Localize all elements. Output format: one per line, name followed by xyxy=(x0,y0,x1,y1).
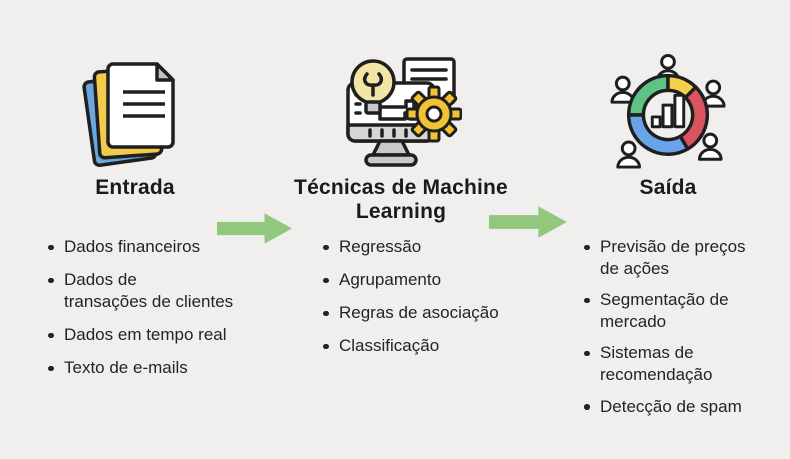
tecnicas-item: Classificação xyxy=(323,335,514,357)
machine-learning-monitor-icon xyxy=(288,52,514,174)
entrada-title: Entrada xyxy=(95,176,175,199)
saida-item: Previsão de preços de ações xyxy=(584,236,776,280)
saida-item: Sistemas de recomendação xyxy=(584,342,776,386)
audience-analytics-donut-icon xyxy=(560,52,776,174)
entrada-item: Dados em tempo real xyxy=(48,324,242,346)
column-tecnicas: Técnicas de Machine Learning Regressão A… xyxy=(288,52,514,368)
entrada-list: Dados financeiros Dados de transações de… xyxy=(28,236,242,390)
column-entrada: Entrada Dados financeiros Dados de trans… xyxy=(28,52,242,390)
arrow-tecnicas-to-saida-icon xyxy=(489,206,568,238)
arrow-entrada-to-tecnicas-icon xyxy=(217,213,293,244)
column-saida: Saída Previsão de preços de ações Segmen… xyxy=(560,52,776,427)
entrada-item: Texto de e-mails xyxy=(48,357,242,379)
tecnicas-title: Técnicas de Machine Learning xyxy=(294,176,508,223)
saida-item: Segmentação de mercado xyxy=(584,289,776,333)
tecnicas-item: Regras de asociação xyxy=(323,302,514,324)
tecnicas-item: Regressão xyxy=(323,236,514,258)
documents-stack-icon xyxy=(28,52,242,174)
tecnicas-list: Regressão Agrupamento Regras de asociaçã… xyxy=(288,236,514,368)
entrada-item: Dados de transações de clientes xyxy=(48,269,242,313)
tecnicas-item: Agrupamento xyxy=(323,269,514,291)
saida-title: Saída xyxy=(639,176,697,199)
saida-list: Previsão de preços de ações Segmentação … xyxy=(560,236,776,427)
saida-item: Detecção de spam xyxy=(584,396,776,418)
entrada-item: Dados financeiros xyxy=(48,236,242,258)
